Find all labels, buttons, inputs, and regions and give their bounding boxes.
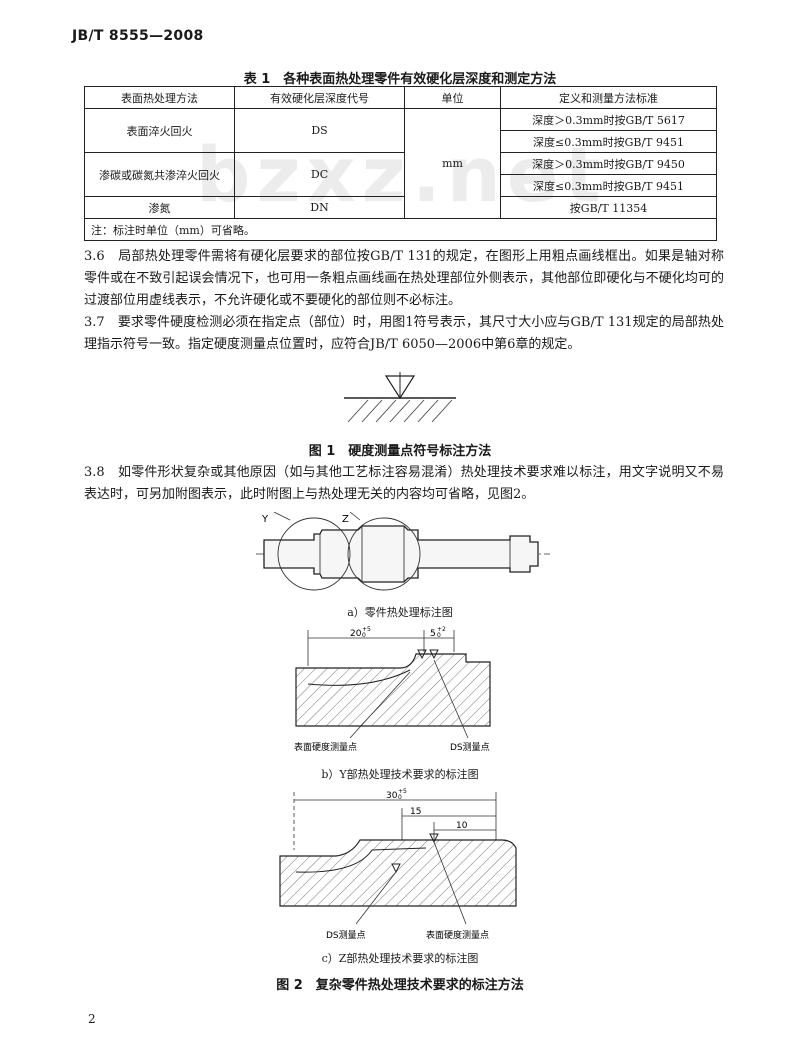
method-cell: 渗氮 bbox=[84, 196, 235, 219]
dim-5-tol2: 0 bbox=[437, 632, 441, 639]
unit-cell: mm bbox=[404, 108, 501, 219]
code-cell: DS bbox=[234, 108, 405, 153]
table-row: 深度≤0.3mm时按GB/T 9451 bbox=[85, 130, 717, 153]
standard-cell: 深度＞0.3mm时按GB/T 9450 bbox=[500, 152, 717, 175]
figure2-caption: 图 2 复杂零件热处理技术要求的标注方法 bbox=[276, 978, 524, 993]
standard-cell: 深度≤0.3mm时按GB/T 9451 bbox=[500, 174, 717, 197]
table-header-cell: 单位 bbox=[404, 86, 501, 109]
dim-5-tol: +2 bbox=[437, 626, 446, 633]
dim-20: 20 bbox=[350, 629, 362, 639]
figure1-caption: 图 1 硬度测量点符号标注方法 bbox=[308, 444, 492, 459]
label-z: Z bbox=[342, 514, 349, 525]
paragraph-3-6: 3.6 局部热处理零件需将有硬化层要求的部位按GB/T 131的规定，在图形上用… bbox=[84, 249, 724, 308]
figure2a-shaft-drawing: Y Z bbox=[256, 512, 550, 591]
standard-cell: 深度＞0.3mm时按GB/T 5617 bbox=[500, 108, 717, 131]
table-header-cell: 定义和测量方法标准 bbox=[500, 86, 717, 109]
figure1-hardness-symbol bbox=[344, 372, 456, 423]
label-ds-point: DS测量点 bbox=[450, 742, 490, 753]
figure2c-caption: c）Z部热处理技术要求的标注图 bbox=[321, 952, 479, 965]
dim-20-tol: +5 bbox=[362, 626, 371, 633]
page-number: 2 bbox=[88, 1012, 96, 1026]
dim-30-tol: +5 bbox=[398, 788, 407, 795]
label-surface-hardness: 表面硬度测量点 bbox=[294, 741, 357, 753]
table-note: 注：标注时单位（mm）可省略。 bbox=[84, 218, 717, 241]
table-title: 表 1 各种表面热处理零件有效硬化层深度和测定方法 bbox=[243, 72, 557, 87]
standard-cell: 按GB/T 11354 bbox=[500, 196, 717, 219]
dim-10: 10 bbox=[456, 821, 468, 831]
paragraph-3-7: 3.7 要求零件硬度检测必须在指定点（部位）时，用图1符号表示，其尺寸大小应与G… bbox=[84, 315, 724, 352]
table-row: 表面淬火回火 DS mm 深度＞0.3mm时按GB/T 5617 bbox=[84, 108, 717, 219]
figure2b-y-detail: 20 +5 0 5 +2 0 表面硬度测量点 DS测量点 bbox=[294, 626, 491, 753]
method-cell: 表面淬火回火 bbox=[84, 108, 235, 153]
table-header-row: 表面热处理方法 有效硬化层深度代号 单位 定义和测量方法标准 bbox=[84, 86, 717, 109]
method-cell: 渗碳或碳氮共渗淬火回火 bbox=[84, 152, 235, 197]
code-cell: DC bbox=[234, 152, 405, 197]
hardening-depth-table: 表面热处理方法 有效硬化层深度代号 单位 定义和测量方法标准 表面淬火回火 DS… bbox=[84, 86, 717, 241]
paragraph-3-8: 3.8 如零件形状复杂或其他原因（如与其他工艺标注容易混淆）热处理技术要求难以标… bbox=[84, 465, 724, 502]
label-y: Y bbox=[261, 514, 269, 525]
dim-5: 5 bbox=[430, 629, 436, 639]
label-surface-hardness-c: 表面硬度测量点 bbox=[426, 929, 489, 941]
standard-cell: 深度≤0.3mm时按GB/T 9451 bbox=[500, 130, 717, 153]
table-header-cell: 表面热处理方法 bbox=[84, 86, 235, 109]
dim-20-tol2: 0 bbox=[362, 632, 366, 639]
table-row: 渗氮 DN 按GB/T 11354 bbox=[84, 196, 717, 219]
code-cell: DN bbox=[234, 196, 405, 219]
table-row: 渗碳或碳氮共渗淬火回火 DC 深度＞0.3mm时按GB/T 9450 bbox=[84, 152, 717, 197]
label-ds-point-c: DS测量点 bbox=[326, 930, 366, 941]
dim-15: 15 bbox=[410, 807, 421, 817]
standard-code: JB/T 8555—2008 bbox=[72, 28, 204, 44]
figure2b-caption: b）Y部热处理技术要求的标注图 bbox=[321, 768, 479, 781]
table-header-cell: 有效硬化层深度代号 bbox=[234, 86, 405, 109]
figure2c-z-detail: 30 +5 0 15 10 DS测量点 表面硬度测量点 bbox=[279, 788, 517, 941]
table-note-row: 注：标注时单位（mm）可省略。 bbox=[84, 218, 717, 241]
dim-30-tol2: 0 bbox=[398, 794, 402, 801]
dim-30: 30 bbox=[386, 791, 398, 801]
figure2a-caption: a）零件热处理标注图 bbox=[347, 606, 453, 619]
